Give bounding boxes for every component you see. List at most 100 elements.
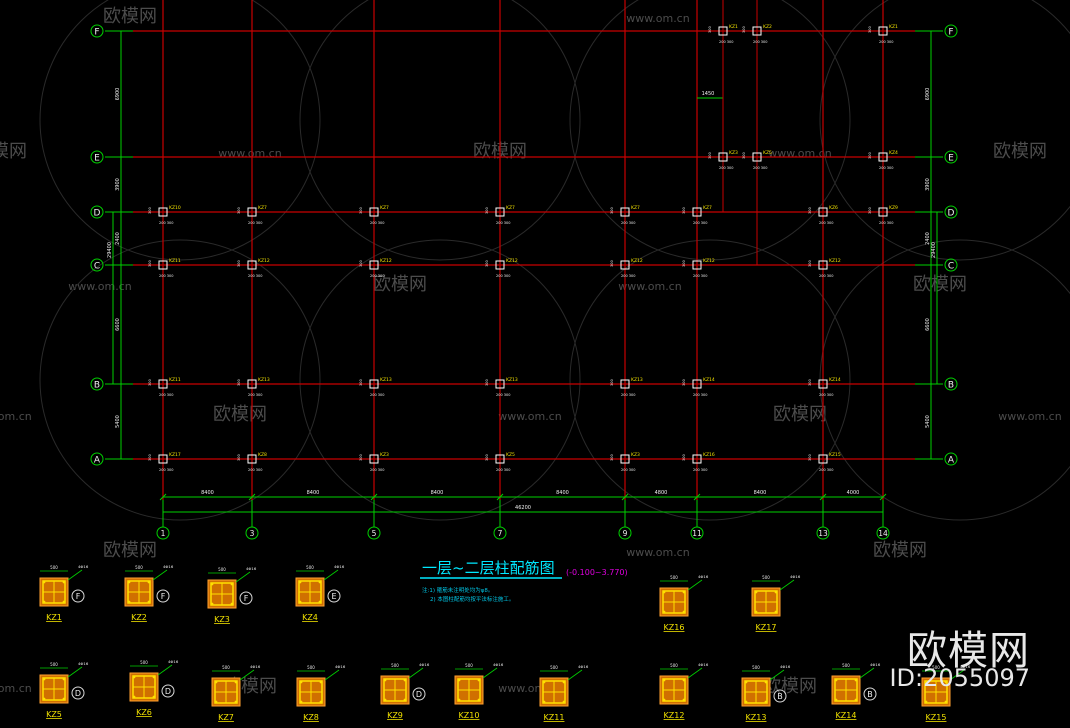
plan-column-label: KZ17 [169,452,181,458]
section-rebar [210,582,214,586]
section-dim-text: 500 [391,663,399,668]
plan-column-dim: 200 300 [879,166,893,170]
section-dim-text: 500 [50,565,58,570]
watermark-text: 欧模网 [773,404,827,425]
section-rebar [298,600,302,604]
dimension-tick [159,493,167,501]
dimension-text-right-outer: 29400 [931,242,937,258]
section-rebar [403,698,407,702]
section-rebar [298,580,302,584]
plan-column-dim: 200 300 [621,274,635,278]
section-rebar [42,600,46,604]
plan-column-dim: 200 300 [879,40,893,44]
section-leader [779,579,795,591]
plan-column [247,454,257,464]
section-rebar [774,610,778,614]
section-rebar [214,680,218,684]
section-axis-label: F [76,592,81,601]
dimension-text-bay: 4800 [655,490,668,496]
section-rebar [127,600,131,604]
plan-column-label: KZ7 [380,205,389,211]
plan-column [752,26,762,36]
section-axis-bubble [161,684,175,698]
plan-column-label: KZ4 [889,150,898,156]
axis-bubble-left [90,24,104,38]
section-rebar [42,580,46,584]
dimension-text-right: 3900 [925,178,931,191]
section-rebar-note: 4Φ16 [168,659,179,664]
section-name: KZ17 [756,623,777,632]
plan-column-dim: 200 300 [370,393,384,397]
plan-column [878,152,888,162]
plan-column-label: KZ12 [829,258,841,264]
plan-column [247,379,257,389]
plan-column-dim: 200 300 [248,393,262,397]
axis-bubble-bottom [367,526,381,540]
watermark-text: 欧模网 [913,274,967,295]
section-rebar [682,590,686,594]
plan-column-dim-v: 300 [742,152,746,159]
plan-column-dim-v: 300 [148,207,152,214]
axis-bubble-left [90,205,104,219]
section-rebar [944,680,948,684]
section-name: KZ9 [387,711,403,720]
plan-column-dim: 200 300 [693,221,707,225]
plan-column-dim-v: 300 [610,207,614,214]
section-axis-label: D [416,690,422,699]
axis-label-row: C [94,262,100,272]
axis-label-row: F [948,28,953,38]
plan-column-label: KZ8 [258,452,267,458]
section-axis-bubble [239,591,253,605]
plan-column-dim-v: 300 [868,152,872,159]
watermark-circle [299,0,581,261]
plan-column-dim: 200 300 [693,274,707,278]
watermark-text: www.om.cn [998,410,1061,423]
axis-bubble-left [90,377,104,391]
plan-column-label: KZ12 [631,258,643,264]
section-rebar [562,680,566,684]
axis-bubble-bottom [690,526,704,540]
plan-column-dim-v: 300 [708,152,712,159]
plan-column-label: KZ13 [631,377,643,383]
plan-column [158,207,168,217]
watermark-text: 欧模网 [213,404,267,425]
section-rebar [662,590,666,594]
axis-label-row: B [948,381,954,391]
section-rebar [299,680,303,684]
section-rebar-note: 4Φ16 [250,664,261,669]
axis-bubble-left [90,150,104,164]
section-axis-bubble [412,687,426,701]
section-rebar [924,680,928,684]
section-leader [408,667,424,679]
section-name: KZ11 [544,713,565,722]
plan-column-dim-v: 300 [485,207,489,214]
plan-column [692,454,702,464]
section-axis-bubble [327,589,341,603]
plan-column-dim-v: 300 [148,260,152,267]
section-rebar [319,680,323,684]
section-rebar-note: 4Φ16 [780,664,791,669]
axis-label-column: 3 [250,529,255,538]
section-rebar [383,698,387,702]
section-rebar [854,698,858,702]
watermark-text: www.om.cn [618,280,681,293]
axis-bubble-right [944,205,958,219]
plan-column-dim-v: 300 [610,379,614,386]
plan-column [818,260,828,270]
plan-column-dim-v: 300 [237,207,241,214]
axis-bubble-left [90,452,104,466]
watermark-circle [569,0,851,261]
section-rebar [542,680,546,684]
section-rebar [152,695,156,699]
section-rebar-note: 4Φ16 [698,662,709,667]
plan-column [247,260,257,270]
dimension-tick [819,493,827,501]
plan-column-dim: 200 300 [159,468,173,472]
section-rebar [682,698,686,702]
section-dim-text: 500 [932,665,940,670]
plan-column-label: KZ15 [829,452,841,458]
section-dim-text: 500 [50,662,58,667]
dimension-text-right: 6600 [925,318,931,331]
plan-column-label: KZ11 [169,258,181,264]
